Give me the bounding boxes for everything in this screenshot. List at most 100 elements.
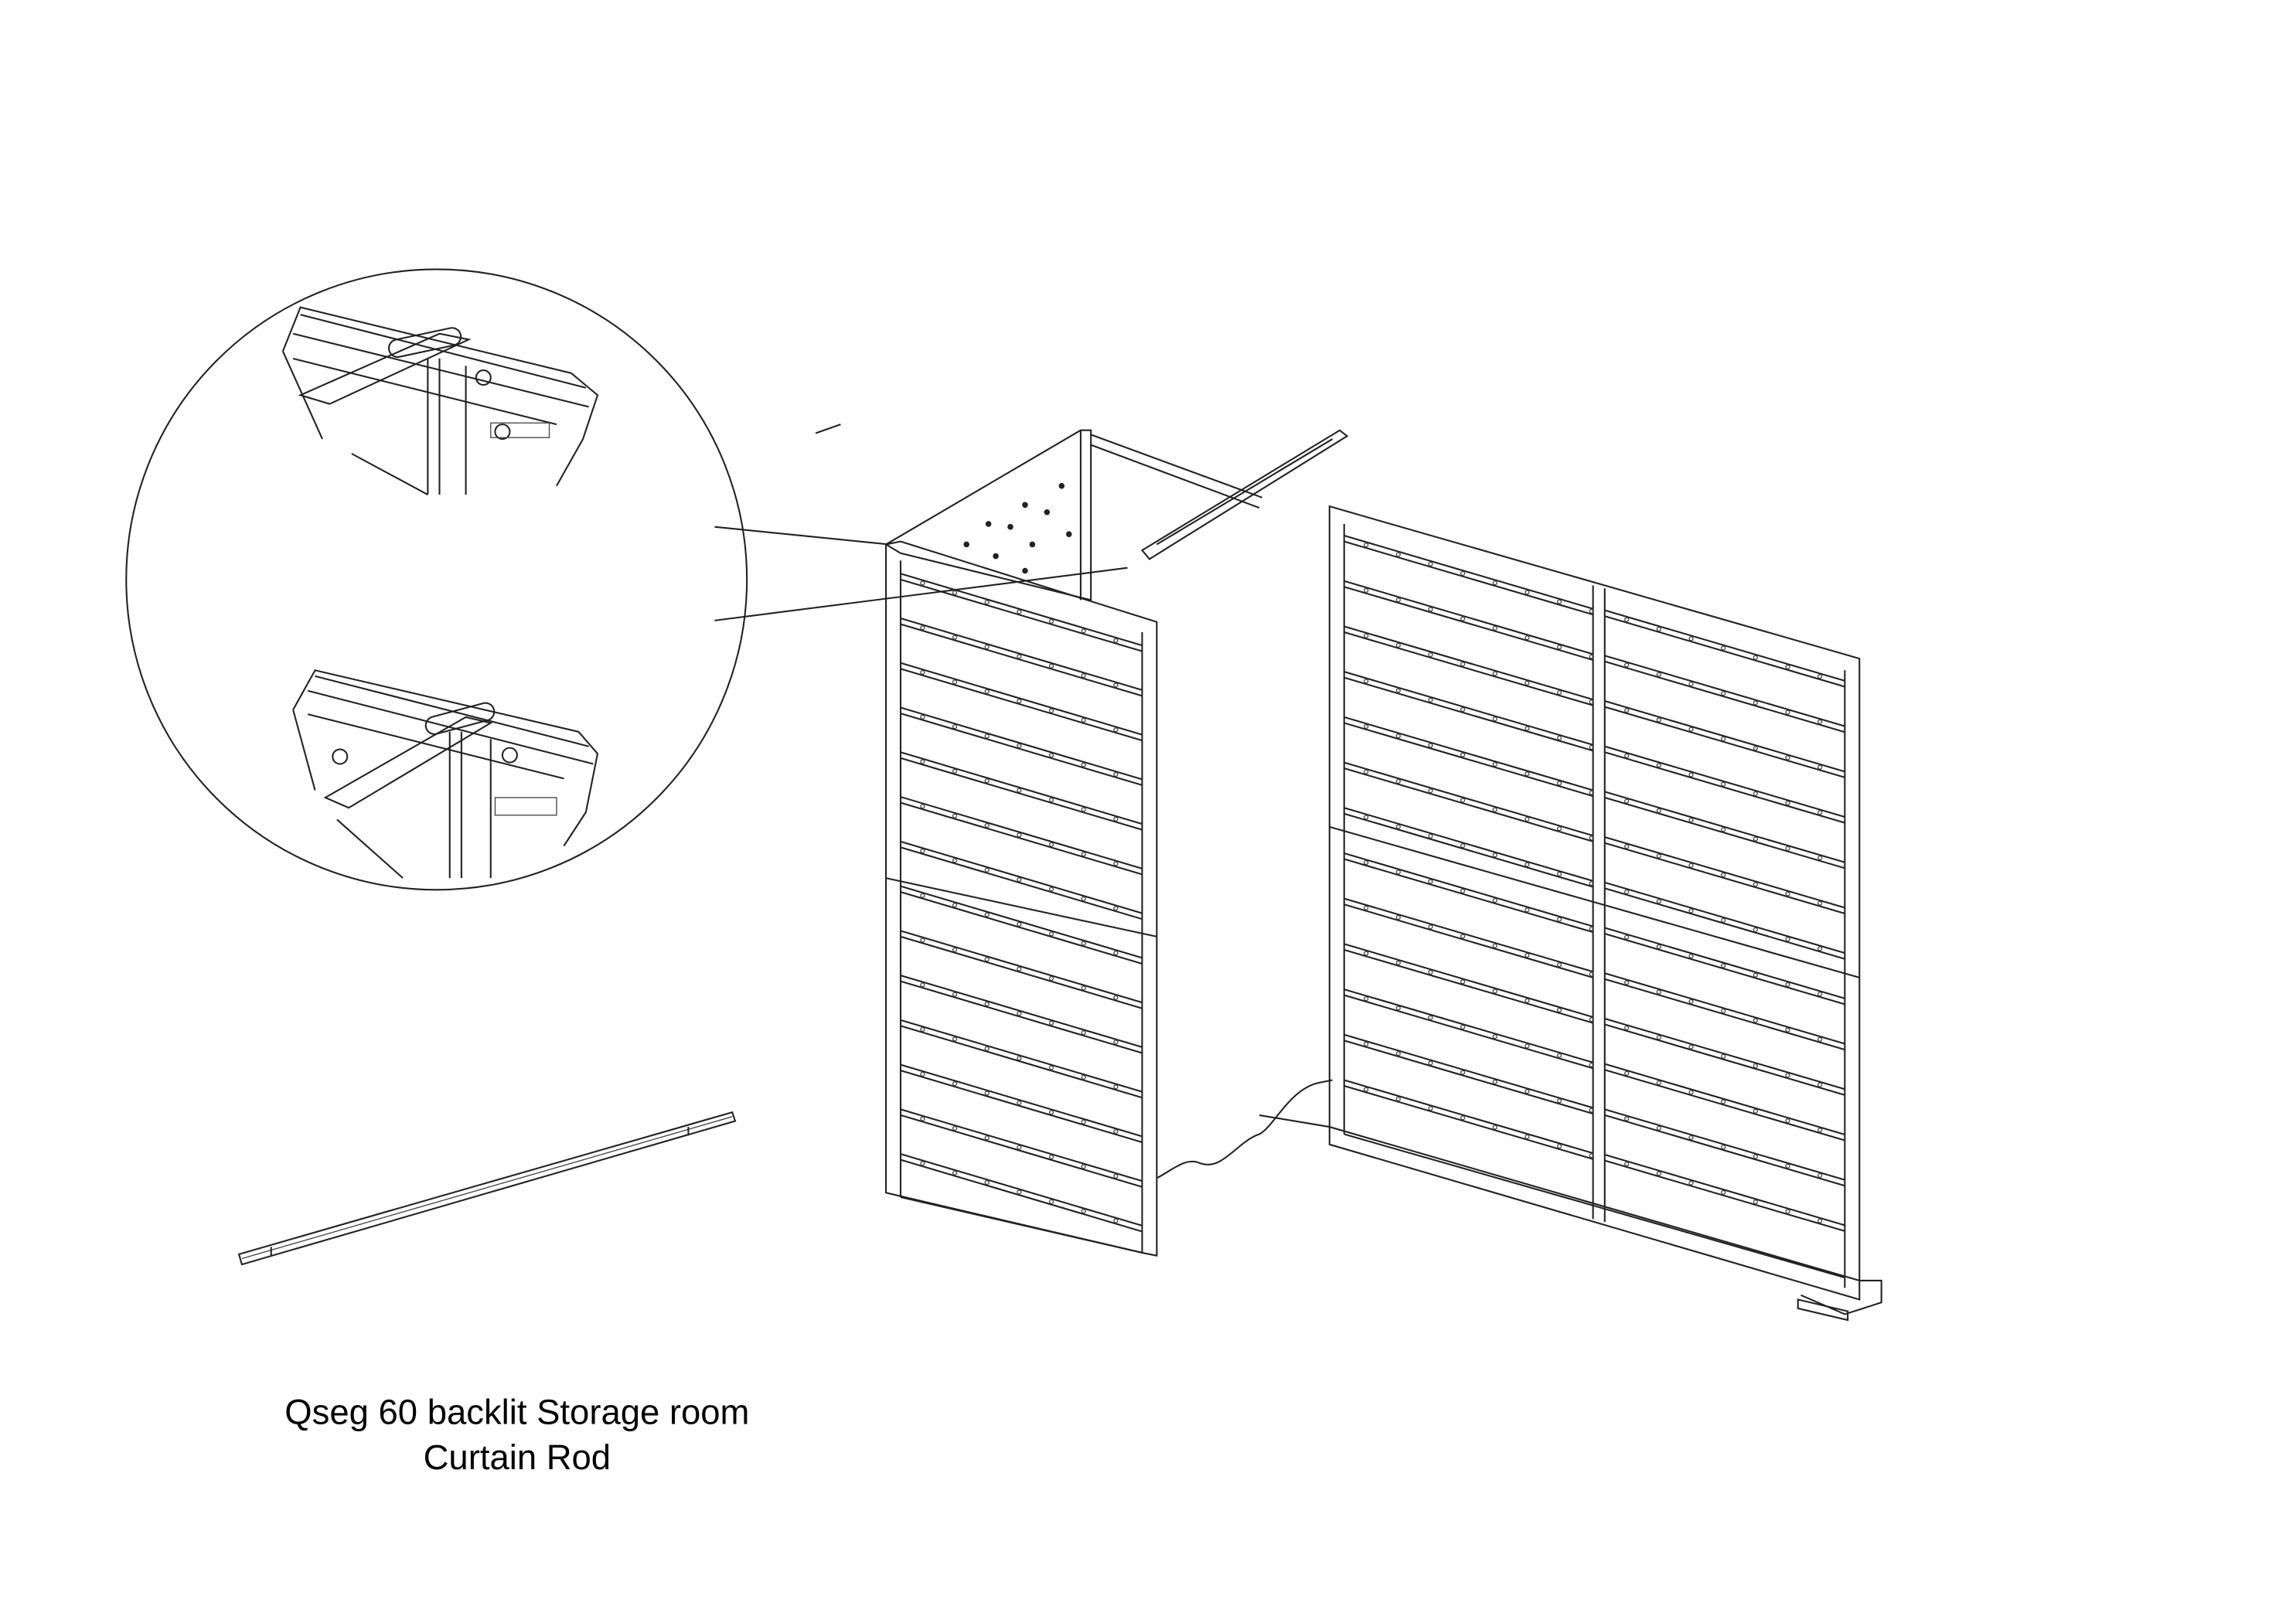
slat-hole [1460, 662, 1466, 667]
slat-line [1604, 797, 1845, 869]
slat-line [1604, 1023, 1845, 1096]
slat-hole [1492, 852, 1497, 858]
slat-line [1344, 948, 1593, 1024]
slat-line [900, 713, 1143, 786]
slat-hole [1721, 736, 1726, 742]
slat-hole [952, 858, 958, 863]
slat-hole [1081, 1074, 1086, 1080]
slat-hole [952, 1170, 958, 1176]
slat-hole [1395, 597, 1401, 603]
slat-hole [1624, 617, 1630, 622]
slat-hole [1460, 706, 1466, 713]
slat-hole [1428, 607, 1433, 612]
slat-hole [1017, 1056, 1022, 1061]
slat-hole [1589, 608, 1594, 614]
slat-line [1344, 767, 1593, 842]
slat-hole [1428, 1105, 1433, 1111]
slat-hole [1524, 771, 1530, 777]
slat-hole [1017, 1100, 1022, 1106]
slat-hole [984, 600, 990, 605]
slat-hole [1048, 618, 1054, 624]
slat-hole [1556, 1007, 1562, 1013]
slat-line [1604, 887, 1845, 960]
slat-hole [1081, 673, 1086, 679]
slat-line [900, 751, 1143, 825]
slat-hole [1364, 951, 1369, 956]
slat-line [1604, 927, 1845, 999]
slat-line [900, 885, 1143, 959]
slat-hole [1364, 1087, 1369, 1092]
slat-hole [1428, 833, 1433, 839]
tower-side-panel [884, 429, 1092, 601]
slat-hole [952, 947, 958, 953]
slat-hole [1017, 1011, 1022, 1016]
slat-hole [952, 1036, 958, 1042]
slat-hole [1081, 852, 1086, 857]
slat-hole [1688, 954, 1694, 959]
slat-hole [1460, 616, 1466, 621]
slat-hole [1556, 1053, 1562, 1058]
slat-hole [1556, 917, 1562, 922]
slat-hole [952, 903, 958, 908]
leader-line-top [714, 526, 889, 546]
slat-hole [1081, 1119, 1086, 1125]
slat-hole [1081, 807, 1086, 812]
slat-hole [1556, 781, 1562, 786]
slat-hole [1753, 1154, 1758, 1159]
slat-hole [1656, 808, 1661, 813]
curtain-rod-part [237, 1111, 737, 1266]
tower-slats [900, 573, 1143, 1233]
slat-line [1604, 972, 1845, 1045]
slat-hole [1492, 943, 1497, 948]
slat-hole [1524, 590, 1530, 595]
slat-line [1344, 852, 1593, 927]
slat-hole [1524, 816, 1530, 822]
slat-hole [920, 1161, 925, 1166]
slat-line [1604, 609, 1845, 682]
slat-hole [1364, 543, 1369, 548]
slat-hole [1113, 950, 1119, 956]
slat-hole [1048, 1154, 1054, 1160]
slat-line [900, 706, 1143, 781]
slat-hole [1785, 709, 1790, 715]
slat-hole [1364, 859, 1369, 866]
slat-hole [1395, 824, 1401, 829]
slat-hole [1556, 1143, 1562, 1149]
slat-hole [1364, 633, 1369, 638]
slat-line [1604, 700, 1845, 773]
slat-hole [1048, 842, 1054, 847]
slat-hole [1721, 1008, 1726, 1014]
slat-line [1344, 586, 1593, 661]
slat-line [900, 930, 1143, 1004]
slat-hole [1524, 1134, 1530, 1139]
slat-line [1604, 1069, 1845, 1142]
slat-hole [1785, 800, 1790, 806]
side-hole [963, 541, 969, 548]
side-hole [1029, 541, 1036, 548]
slat-hole [984, 867, 990, 873]
slat-hole [1460, 570, 1466, 577]
slat-hole [1492, 625, 1497, 631]
slat-hole [1624, 708, 1630, 713]
wall-frame [1328, 505, 1861, 1301]
slat-line [900, 1153, 1143, 1227]
slat-hole [1524, 1043, 1530, 1049]
detail-view-bottom [292, 669, 599, 879]
slat-hole [1048, 753, 1054, 758]
slat-hole [1753, 927, 1758, 933]
slat-hole [952, 1125, 958, 1131]
slat-line [900, 840, 1143, 914]
slat-line [1604, 706, 1845, 778]
slat-hole [1721, 691, 1726, 696]
slat-hole [1785, 891, 1790, 897]
slat-hole [1785, 1118, 1790, 1124]
slat-hole [1395, 688, 1401, 693]
slat-hole [1048, 1110, 1054, 1115]
slat-hole [1081, 1030, 1086, 1036]
slat-line [1604, 1154, 1845, 1227]
slat-hole [1428, 697, 1433, 703]
slat-hole [1492, 1034, 1497, 1039]
side-hole [985, 521, 992, 527]
slat-line [900, 1063, 1143, 1138]
slat-hole [1721, 963, 1726, 968]
